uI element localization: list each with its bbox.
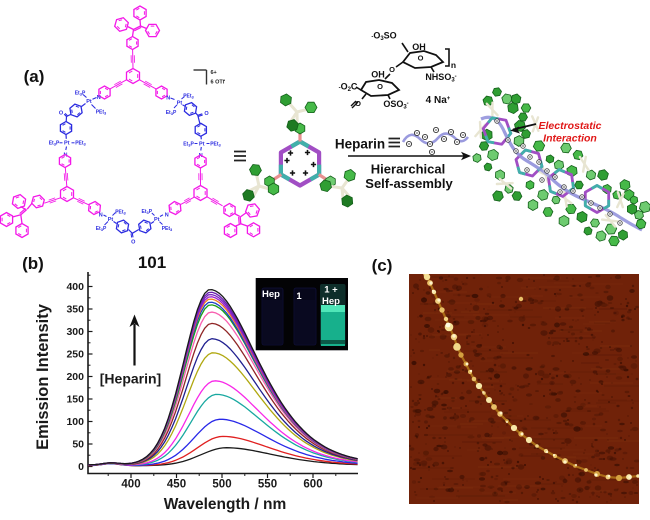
svg-text:450: 450 — [167, 479, 186, 491]
svg-text:600: 600 — [303, 479, 322, 491]
svg-text:Pt: Pt — [154, 217, 160, 223]
svg-text:1 +: 1 + — [324, 285, 338, 296]
svg-text:Et3P: Et3P — [142, 209, 153, 215]
svg-text:n: n — [451, 60, 456, 70]
svg-text:N: N — [97, 95, 101, 101]
svg-text:Et3P: Et3P — [166, 110, 177, 116]
svg-text:O: O — [355, 99, 361, 108]
svg-text:Pt: Pt — [177, 101, 183, 107]
svg-text:O: O — [204, 111, 209, 117]
svg-text:Et3P: Et3P — [96, 226, 107, 232]
svg-text:Pt: Pt — [108, 217, 114, 223]
svg-text:O: O — [389, 65, 395, 74]
svg-text:200: 200 — [66, 371, 84, 383]
svg-text:Hep: Hep — [262, 289, 280, 300]
svg-text:[Heparin]: [Heparin] — [100, 371, 161, 387]
svg-text:N: N — [165, 212, 169, 218]
svg-text:Electrostatic: Electrostatic — [538, 120, 601, 132]
svg-text:-O3SO: -O3SO — [371, 31, 396, 43]
svg-text:6+: 6+ — [211, 70, 217, 76]
svg-text:OH: OH — [412, 42, 426, 52]
svg-text:6 OTf: 6 OTf — [211, 80, 225, 86]
svg-text:Interaction: Interaction — [543, 133, 597, 145]
svg-text:NHSO3-: NHSO3- — [425, 72, 456, 84]
svg-text:Et3P: Et3P — [49, 141, 60, 147]
svg-text:(c): (c) — [372, 256, 393, 275]
svg-text:PEt3: PEt3 — [162, 226, 173, 232]
svg-text:Emission Intensity: Emission Intensity — [34, 303, 52, 450]
svg-text:500: 500 — [212, 479, 231, 491]
svg-text:Hep: Hep — [322, 296, 340, 307]
svg-text:-O2C: -O2C — [339, 82, 358, 94]
svg-text:550: 550 — [258, 479, 277, 491]
svg-text:O: O — [131, 240, 136, 246]
svg-text:Pt: Pt — [64, 141, 70, 147]
svg-text:300: 300 — [66, 326, 84, 338]
svg-text:(b): (b) — [22, 254, 44, 273]
svg-text:Pt: Pt — [199, 141, 205, 147]
svg-text:Pt: Pt — [86, 99, 92, 105]
svg-text:Et3P: Et3P — [75, 91, 86, 97]
svg-text:250: 250 — [66, 349, 84, 361]
svg-text:PEt3: PEt3 — [96, 110, 107, 116]
svg-text:PEt3: PEt3 — [210, 141, 221, 147]
svg-text:400: 400 — [121, 479, 140, 491]
svg-text:PEt3: PEt3 — [75, 141, 86, 147]
svg-text:400: 400 — [66, 281, 84, 293]
svg-text:Heparin: Heparin — [335, 137, 385, 152]
svg-text:O: O — [59, 111, 64, 117]
svg-text:Hierarchical: Hierarchical — [371, 162, 445, 177]
svg-text:OH: OH — [371, 70, 385, 80]
svg-text:Wavelength / nm: Wavelength / nm — [164, 496, 287, 513]
svg-text:150: 150 — [66, 394, 84, 406]
svg-text:-: - — [224, 78, 226, 83]
svg-text:1: 1 — [296, 291, 302, 302]
svg-text:N: N — [99, 213, 103, 219]
svg-text:0: 0 — [78, 461, 84, 473]
svg-text:Self-assembly: Self-assembly — [365, 176, 453, 191]
svg-text:OSO3-: OSO3- — [383, 99, 408, 111]
svg-text:O: O — [418, 54, 424, 63]
svg-text:4 Na+: 4 Na+ — [426, 95, 451, 106]
svg-text:O: O — [377, 82, 383, 91]
svg-text:101: 101 — [138, 253, 166, 272]
svg-text:PEt3: PEt3 — [183, 94, 194, 100]
svg-text:Et3P: Et3P — [183, 141, 194, 147]
svg-text:N: N — [166, 96, 170, 102]
svg-text:(a): (a) — [24, 67, 45, 86]
svg-text:100: 100 — [66, 416, 84, 428]
svg-text:50: 50 — [72, 439, 84, 451]
svg-text:PEt3: PEt3 — [115, 210, 126, 216]
svg-text:350: 350 — [66, 304, 84, 316]
